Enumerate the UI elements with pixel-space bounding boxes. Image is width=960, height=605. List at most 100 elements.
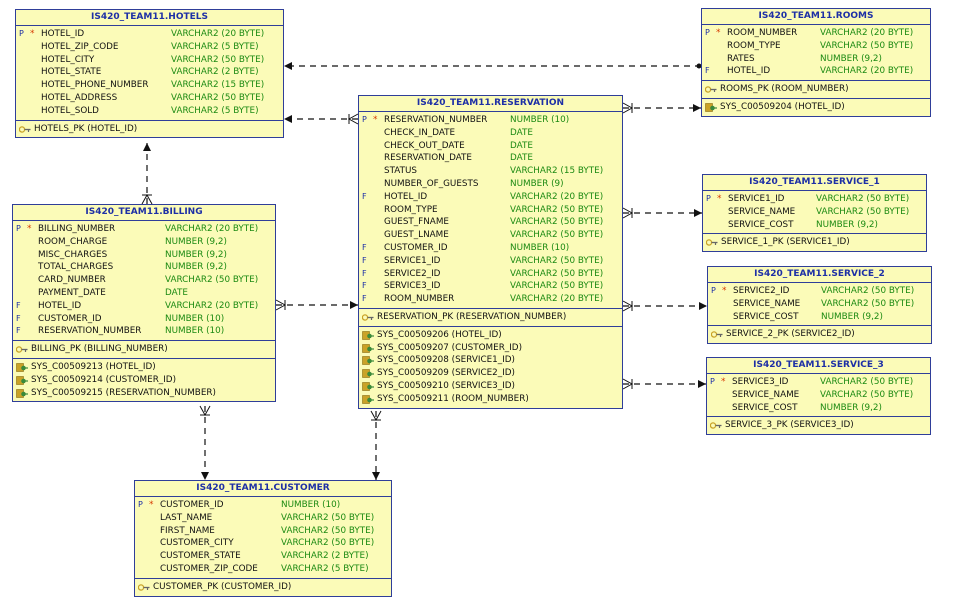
column-type: VARCHAR2 (50 BYTE) bbox=[820, 389, 914, 400]
column-type: VARCHAR2 (20 BYTE) bbox=[820, 66, 914, 77]
link-rooms-hotels[interactable] bbox=[284, 62, 702, 70]
primary-key-entry[interactable]: ROOMS_PK (ROOM_NUMBER) bbox=[702, 83, 930, 96]
column-type: VARCHAR2 (50 BYTE) bbox=[510, 255, 604, 266]
link-reservation-rooms[interactable] bbox=[622, 102, 701, 114]
link-reservation-service3[interactable] bbox=[622, 378, 706, 390]
primary-key-list: HOTELS_PK (HOTEL_ID) bbox=[16, 121, 283, 138]
primary-key-entry[interactable]: BILLING_PK (BILLING_NUMBER) bbox=[13, 343, 275, 356]
foreign-key-icon bbox=[362, 369, 374, 378]
key-section: RESERVATION_PK (RESERVATION_NUMBER) SYS_C… bbox=[359, 309, 622, 408]
primary-key-entry[interactable]: SERVICE_1_PK (SERVICE1_ID) bbox=[703, 236, 926, 249]
column-name: SERVICE_COST bbox=[733, 311, 799, 322]
link-reservation-service1[interactable] bbox=[622, 207, 702, 219]
column-name: GUEST_LNAME bbox=[384, 230, 449, 241]
table-title: IS420_TEAM11.BILLING bbox=[13, 205, 275, 221]
foreign-key-entry[interactable]: SYS_C00509209 (SERVICE2_ID) bbox=[359, 367, 622, 380]
link-reservation-hotels[interactable] bbox=[284, 113, 359, 125]
column-name: ROOM_CHARGE bbox=[38, 236, 108, 247]
column-name: PAYMENT_DATE bbox=[38, 287, 106, 298]
column-name: NUMBER_OF_GUESTS bbox=[384, 178, 479, 189]
column-row[interactable]: SERVICE_COST NUMBER (9,2) bbox=[708, 311, 931, 324]
foreign-key-entry[interactable]: SYS_C00509211 (ROOM_NUMBER) bbox=[359, 393, 622, 406]
link-reservation-service2[interactable] bbox=[622, 300, 707, 312]
foreign-key-entry[interactable]: SYS_C00509213 (HOTEL_ID) bbox=[13, 361, 275, 374]
primary-key-entry[interactable]: CUSTOMER_PK (CUSTOMER_ID) bbox=[135, 581, 391, 594]
primary-key-entry[interactable]: SERVICE_3_PK (SERVICE3_ID) bbox=[707, 419, 930, 432]
primary-key-entry[interactable]: RESERVATION_PK (RESERVATION_NUMBER) bbox=[359, 311, 622, 324]
foreign-key-entry[interactable]: SYS_C00509208 (SERVICE1_ID) bbox=[359, 354, 622, 367]
column-name: CUSTOMER_ID bbox=[38, 313, 102, 324]
column-type: NUMBER (9,2) bbox=[821, 311, 883, 322]
foreign-key-entry[interactable]: SYS_C00509214 (CUSTOMER_ID) bbox=[13, 374, 275, 387]
foreign-key-entry[interactable]: SYS_C00509206 (HOTEL_ID) bbox=[359, 329, 622, 342]
link-billing-hotels[interactable] bbox=[141, 143, 153, 205]
foreign-key-entry[interactable]: SYS_C00509204 (HOTEL_ID) bbox=[702, 101, 930, 114]
primary-key-entry[interactable]: SERVICE_2_PK (SERVICE2_ID) bbox=[708, 328, 931, 341]
primary-key-entry[interactable]: HOTELS_PK (HOTEL_ID) bbox=[16, 123, 283, 136]
link-billing-customer[interactable] bbox=[199, 405, 211, 480]
link-reservation-customer[interactable] bbox=[370, 410, 382, 480]
foreign-key-entry[interactable]: SYS_C00509207 (CUSTOMER_ID) bbox=[359, 342, 622, 355]
foreign-key-entry[interactable]: SYS_C00509215 (RESERVATION_NUMBER) bbox=[13, 387, 275, 400]
foreign-key-entry[interactable]: SYS_C00509210 (SERVICE3_ID) bbox=[359, 380, 622, 393]
link-billing-reservation[interactable] bbox=[275, 299, 358, 311]
